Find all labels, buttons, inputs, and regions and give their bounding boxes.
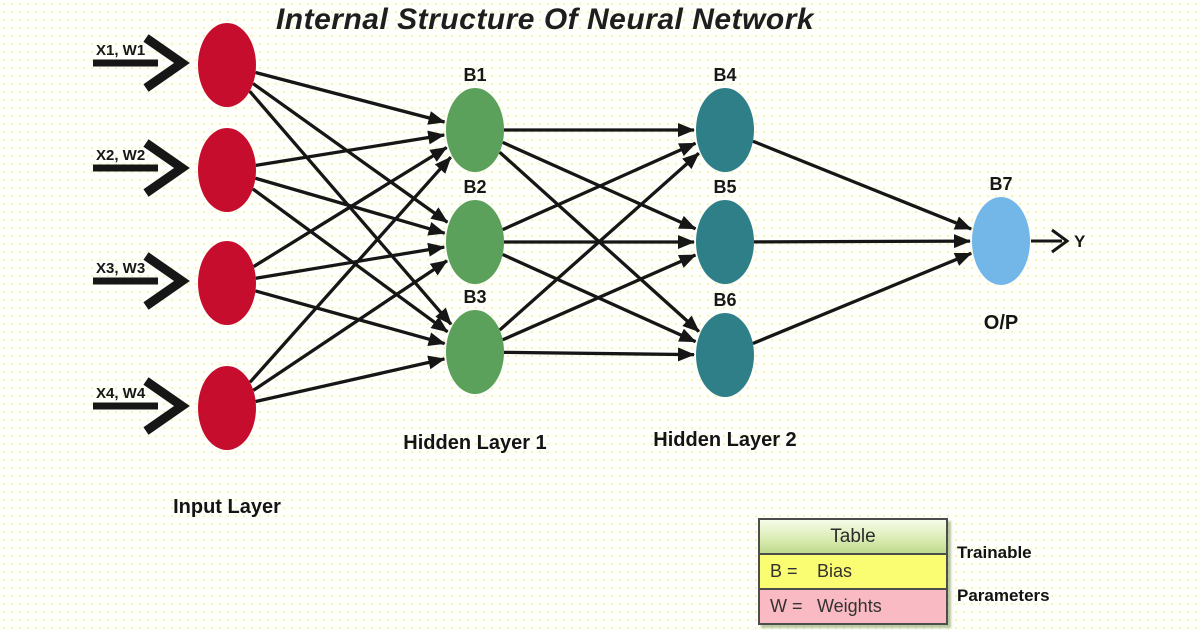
legend-key-w: W = bbox=[770, 596, 803, 616]
node-hidden1-1 bbox=[446, 88, 504, 172]
legend-key-b: B = bbox=[770, 561, 798, 581]
layer-label-input: Input Layer bbox=[173, 496, 281, 518]
input-weight-label-4: X4, W4 bbox=[96, 385, 146, 402]
edge-input-2-to-hidden1-1 bbox=[255, 130, 446, 167]
edge-input-4-to-hidden1-1 bbox=[248, 156, 452, 384]
output-y-label: Y bbox=[1074, 232, 1086, 251]
layer-label-output: O/P bbox=[984, 312, 1018, 334]
input-arrowhead-icon-2 bbox=[143, 139, 190, 197]
input-arrowhead-icon-4 bbox=[143, 377, 190, 435]
node-hidden2-2 bbox=[696, 200, 754, 284]
node-bias-label-B6: B6 bbox=[713, 290, 736, 310]
legend-value-bias: Bias bbox=[817, 561, 853, 581]
edge-hidden1-3-to-hidden2-3 bbox=[503, 347, 696, 362]
node-input-3 bbox=[198, 241, 256, 325]
legend-header: Table bbox=[760, 520, 946, 555]
edge-input-3-to-hidden1-1 bbox=[252, 146, 448, 268]
legend-caption-line2: Parameters bbox=[957, 586, 1050, 605]
legend-row-weights: W = Weights bbox=[760, 590, 946, 623]
edge-input-3-to-hidden1-2 bbox=[255, 242, 446, 280]
edge-hidden2-1-to-output-1 bbox=[752, 139, 973, 231]
edge-input-1-to-hidden1-2 bbox=[252, 82, 449, 224]
input-arrowhead-icon-3 bbox=[143, 252, 190, 310]
node-bias-label-B5: B5 bbox=[713, 177, 736, 197]
layer-label-hidden2: Hidden Layer 2 bbox=[653, 429, 796, 451]
node-input-1 bbox=[198, 23, 256, 107]
legend-caption: Trainable Parameters bbox=[957, 543, 1050, 606]
edge-input-1-to-hidden1-1 bbox=[255, 70, 446, 125]
node-bias-label-B7: B7 bbox=[989, 174, 1012, 194]
node-hidden1-3 bbox=[446, 310, 504, 394]
edge-input-3-to-hidden1-3 bbox=[255, 289, 446, 346]
edge-input-2-to-hidden1-3 bbox=[251, 187, 449, 334]
edge-hidden1-3-to-hidden2-2 bbox=[502, 253, 697, 342]
node-hidden2-3 bbox=[696, 313, 754, 397]
edge-input-4-to-hidden1-2 bbox=[252, 259, 448, 392]
node-bias-label-B3: B3 bbox=[463, 287, 486, 307]
node-input-2 bbox=[198, 128, 256, 212]
edge-hidden1-3-to-hidden2-1 bbox=[498, 152, 700, 332]
input-weight-label-1: X1, W1 bbox=[96, 42, 145, 59]
node-bias-label-B4: B4 bbox=[713, 65, 736, 85]
legend-value-weights: Weights bbox=[817, 596, 882, 616]
node-hidden1-2 bbox=[446, 200, 504, 284]
input-weight-label-3: X3, W3 bbox=[96, 260, 145, 277]
edge-input-4-to-hidden1-3 bbox=[255, 355, 446, 404]
edge-hidden2-2-to-output-1 bbox=[753, 234, 972, 249]
edge-hidden1-2-to-hidden2-1 bbox=[502, 141, 697, 232]
edge-hidden2-3-to-output-1 bbox=[752, 251, 973, 346]
node-input-4 bbox=[198, 366, 256, 450]
node-hidden2-1 bbox=[696, 88, 754, 172]
node-output-1 bbox=[972, 197, 1030, 285]
page-title: Internal Structure Of Neural Network bbox=[275, 3, 815, 36]
legend-caption-line1: Trainable bbox=[957, 543, 1032, 562]
layer-label-hidden1: Hidden Layer 1 bbox=[403, 432, 546, 454]
output-arrowhead-icon bbox=[1051, 228, 1070, 254]
input-arrowhead-icon-1 bbox=[143, 34, 190, 92]
node-bias-label-B2: B2 bbox=[463, 177, 486, 197]
node-bias-label-B1: B1 bbox=[463, 65, 486, 85]
legend-row-bias: B = Bias bbox=[760, 555, 946, 590]
input-weight-label-2: X2, W2 bbox=[96, 147, 145, 164]
legend-table: Table B = Bias W = Weights bbox=[758, 518, 948, 625]
